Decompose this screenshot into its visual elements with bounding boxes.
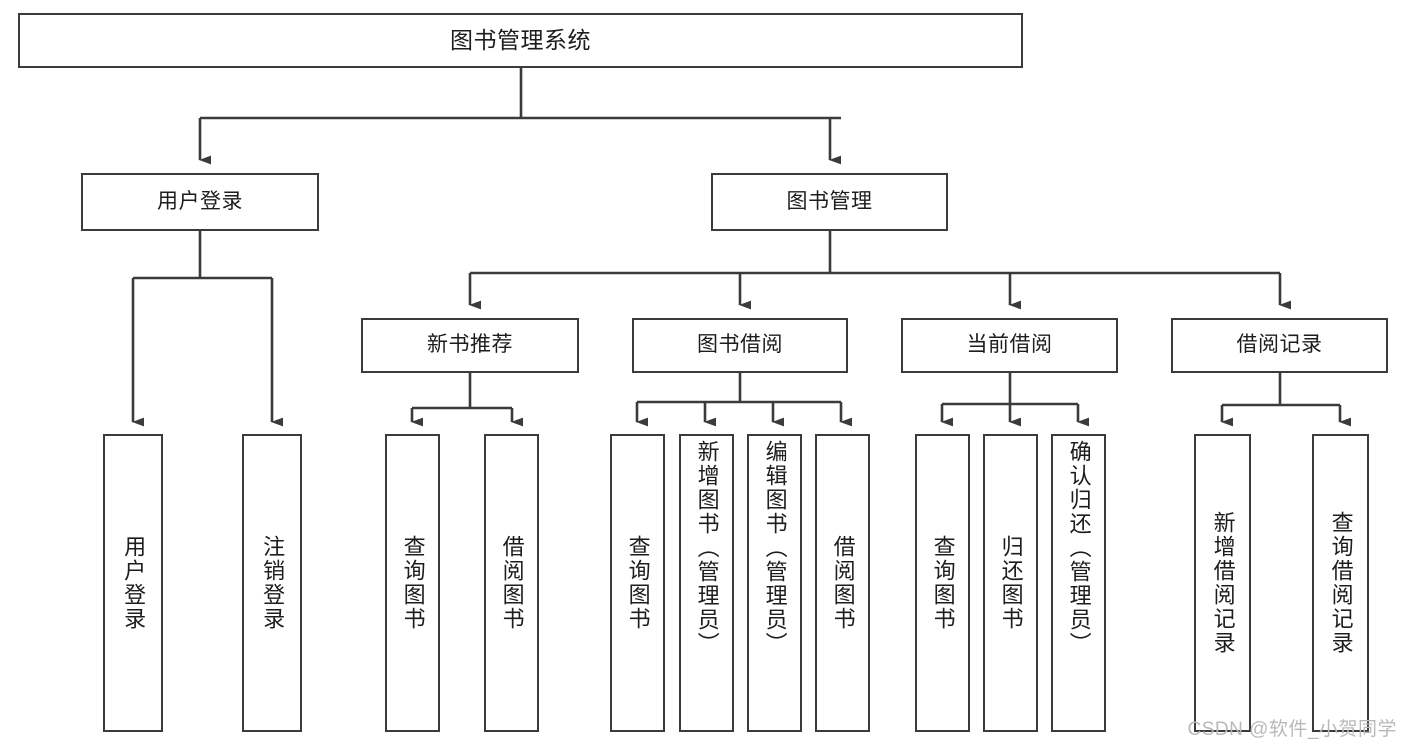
leaf-label: 借阅图书 bbox=[830, 535, 856, 631]
node-root-system[interactable]: 图书管理系统 bbox=[18, 13, 1023, 68]
leaf-label: 查询图书 bbox=[400, 535, 426, 631]
node-borrow-record[interactable]: 借阅记录 bbox=[1171, 318, 1388, 373]
node-label: 图书借阅 bbox=[697, 333, 783, 357]
node-label: 当前借阅 bbox=[966, 333, 1053, 357]
leaf-edit-book-admin[interactable]: 编辑图书（管理员） bbox=[747, 434, 802, 732]
leaf-label: 借阅图书 bbox=[499, 535, 525, 631]
leaf-label: 新增图书（管理员） bbox=[694, 440, 720, 656]
leaf-logout[interactable]: 注销登录 bbox=[242, 434, 302, 732]
node-label: 图书管理 bbox=[786, 189, 873, 213]
leaf-label: 查询图书 bbox=[625, 535, 651, 631]
leaf-label: 用户登录 bbox=[121, 535, 147, 631]
node-label: 用户登录 bbox=[157, 189, 243, 213]
leaf-label: 新增借阅记录 bbox=[1210, 511, 1236, 655]
leaf-user-login[interactable]: 用户登录 bbox=[103, 434, 163, 732]
node-label: 图书管理系统 bbox=[450, 27, 591, 54]
leaf-label: 确认归还（管理员） bbox=[1066, 440, 1092, 656]
node-user-login[interactable]: 用户登录 bbox=[81, 173, 319, 231]
watermark-text: CSDN @软件_小贺同学 bbox=[1187, 719, 1397, 740]
leaf-query-book-borrow[interactable]: 查询图书 bbox=[610, 434, 665, 732]
leaf-label: 编辑图书（管理员） bbox=[762, 440, 788, 656]
node-new-book-recommend[interactable]: 新书推荐 bbox=[361, 318, 579, 373]
leaf-borrow-book-newrec[interactable]: 借阅图书 bbox=[484, 434, 539, 732]
node-current-borrow[interactable]: 当前借阅 bbox=[901, 318, 1118, 373]
node-label: 借阅记录 bbox=[1236, 333, 1323, 357]
leaf-query-book-newrec[interactable]: 查询图书 bbox=[385, 434, 440, 732]
leaf-query-borrow-record[interactable]: 查询借阅记录 bbox=[1312, 434, 1369, 732]
leaf-borrow-book[interactable]: 借阅图书 bbox=[815, 434, 870, 732]
leaf-label: 查询图书 bbox=[930, 535, 956, 631]
node-book-borrow[interactable]: 图书借阅 bbox=[632, 318, 848, 373]
node-label: 新书推荐 bbox=[427, 333, 513, 357]
leaf-label: 注销登录 bbox=[260, 535, 286, 631]
leaf-confirm-return-admin[interactable]: 确认归还（管理员） bbox=[1051, 434, 1106, 732]
leaf-query-book-current[interactable]: 查询图书 bbox=[915, 434, 970, 732]
leaf-return-book[interactable]: 归还图书 bbox=[983, 434, 1038, 732]
node-book-management[interactable]: 图书管理 bbox=[711, 173, 948, 231]
leaf-label: 查询借阅记录 bbox=[1328, 511, 1354, 655]
leaf-add-book-admin[interactable]: 新增图书（管理员） bbox=[679, 434, 734, 732]
leaf-label: 归还图书 bbox=[998, 535, 1024, 631]
leaf-add-borrow-record[interactable]: 新增借阅记录 bbox=[1194, 434, 1251, 732]
